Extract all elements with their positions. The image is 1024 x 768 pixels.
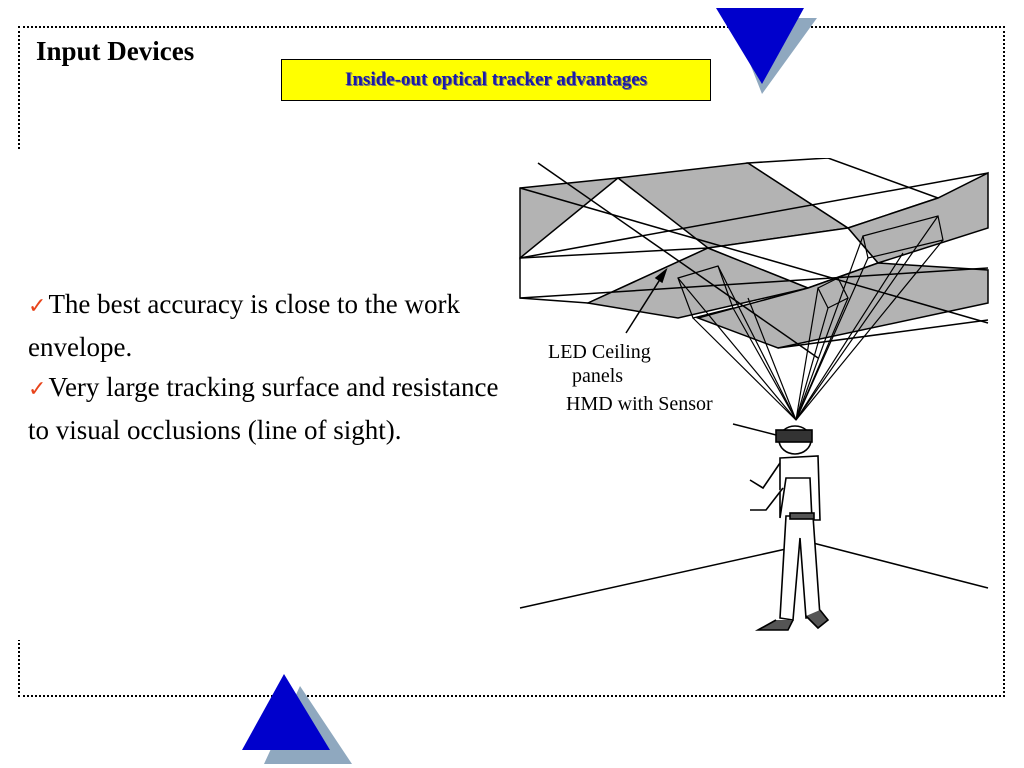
frame-gap [14, 150, 24, 640]
panel-arrow [625, 267, 668, 334]
bullet-text: The best accuracy is close to the work e… [28, 289, 461, 362]
triangle-up-icon [242, 674, 352, 764]
subtitle-text: Inside-out optical tracker advantages [344, 69, 648, 90]
sensor-lines [677, 215, 944, 421]
bullet-item: ✓Very large tracking surface and resista… [28, 367, 508, 450]
person-figure [749, 425, 830, 631]
bullet-list: ✓The best accuracy is close to the work … [28, 284, 508, 450]
bullet-item: ✓The best accuracy is close to the work … [28, 284, 508, 367]
hmd-arrow [732, 423, 781, 437]
subtitle-banner: Inside-out optical tracker advantages [281, 59, 711, 101]
floor-lines [519, 542, 989, 609]
checkmark-icon: ✓ [28, 294, 47, 319]
tracker-illustration: LED Ceiling panels HMD with Sensor [519, 158, 989, 631]
checkmark-icon: ✓ [28, 377, 47, 402]
triangle-down-icon [716, 8, 817, 94]
bullet-text: Very large tracking surface and resistan… [28, 372, 499, 445]
slide-title: Input Devices [36, 36, 195, 66]
label-led: LED Ceiling [548, 341, 651, 363]
label-hmd: HMD with Sensor [566, 393, 713, 415]
ceiling-panels [519, 158, 989, 359]
label-led-panels: panels [572, 365, 623, 387]
